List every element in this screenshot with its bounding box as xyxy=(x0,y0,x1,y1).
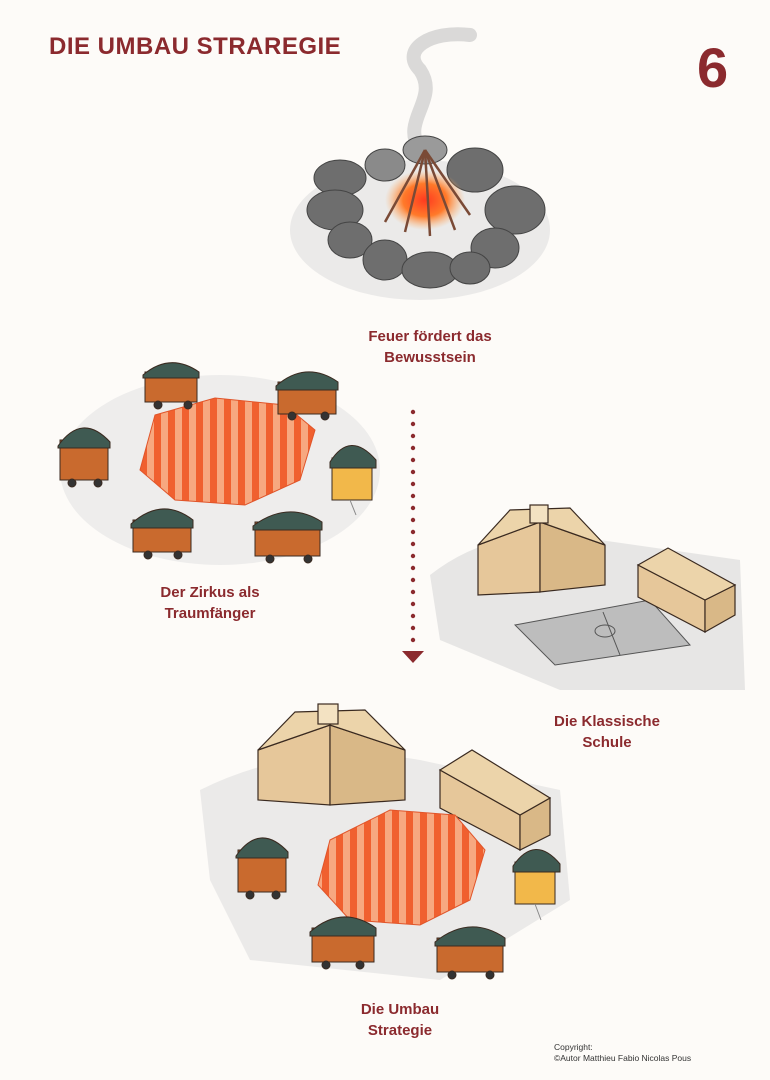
page-title: DIE UMBAU STRAREGIE xyxy=(49,33,342,60)
caption-school-line2: Schule xyxy=(582,734,632,751)
wagon xyxy=(252,511,323,564)
caption-school: Die Klassische Schule xyxy=(542,711,672,753)
school-scene xyxy=(430,504,745,690)
wagon xyxy=(309,916,377,970)
fire-logs xyxy=(383,149,472,237)
caption-umbau: Die Umbau Strategie xyxy=(335,999,465,1041)
wagon xyxy=(512,849,561,921)
wagon xyxy=(434,926,506,980)
wagon xyxy=(275,371,339,421)
wagon xyxy=(329,445,377,516)
caption-fire-line1: Feuer fördert das xyxy=(368,328,492,345)
copyright: Copyright: ©Autor Matthieu Fabio Nicolas… xyxy=(554,1042,691,1064)
wagon xyxy=(130,508,194,560)
caption-circus-line2: Traumfänger xyxy=(164,605,256,622)
copyright-line1: Copyright: xyxy=(554,1042,593,1052)
caption-circus-line1: Der Zirkus als xyxy=(160,584,260,601)
page-number: 6 xyxy=(697,36,729,99)
fire-pit xyxy=(290,27,550,300)
school-building xyxy=(477,504,606,596)
umbau-scene xyxy=(200,703,570,980)
dotted-arrow xyxy=(402,409,424,663)
caption-fire-line2: Bewusstsein xyxy=(384,349,476,366)
sports-field xyxy=(513,599,691,666)
wagon xyxy=(235,837,289,900)
long-building xyxy=(636,547,737,634)
caption-school-line1: Die Klassische xyxy=(554,713,660,730)
copyright-line2: ©Autor Matthieu Fabio Nicolas Pous xyxy=(554,1053,692,1063)
caption-circus: Der Zirkus als Traumfänger xyxy=(145,582,275,624)
stones xyxy=(306,135,546,289)
caption-fire: Feuer fördert das Bewusstsein xyxy=(365,326,495,368)
circus-tent xyxy=(139,397,316,506)
umbau-long-building xyxy=(438,749,552,851)
arrow-head xyxy=(402,651,424,663)
umbau-school-building xyxy=(257,703,406,806)
wagon xyxy=(142,362,200,410)
caption-umbau-line1: Die Umbau xyxy=(360,1001,440,1018)
caption-umbau-line2: Strategie xyxy=(367,1022,433,1039)
umbau-circus-tent xyxy=(317,809,486,926)
smoke xyxy=(406,27,477,157)
circus-scene xyxy=(57,362,380,565)
wagon xyxy=(57,427,111,488)
